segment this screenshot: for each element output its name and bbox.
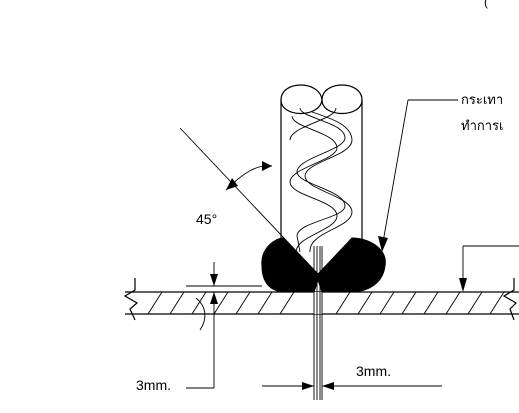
plate-gap [313,246,323,400]
left-thickness-dimension [186,262,262,389]
weld-bead [261,237,386,293]
plate-hatching [147,291,505,315]
left-dimension-label: 3mm. [136,377,171,393]
bottom-gap-dimension [262,382,442,390]
angle-indicator [179,127,319,275]
note-line-1: กระเทา [461,93,503,108]
base-plate [123,278,519,321]
plate-leader [459,245,519,292]
bottom-dimension-label: 3mm. [356,363,391,379]
top-corner-text: ( [484,0,488,9]
note-leader [378,99,458,252]
stud-rod [280,84,363,253]
note-line-2: ทำการเ [461,119,503,134]
angle-label: 45° [196,211,217,227]
